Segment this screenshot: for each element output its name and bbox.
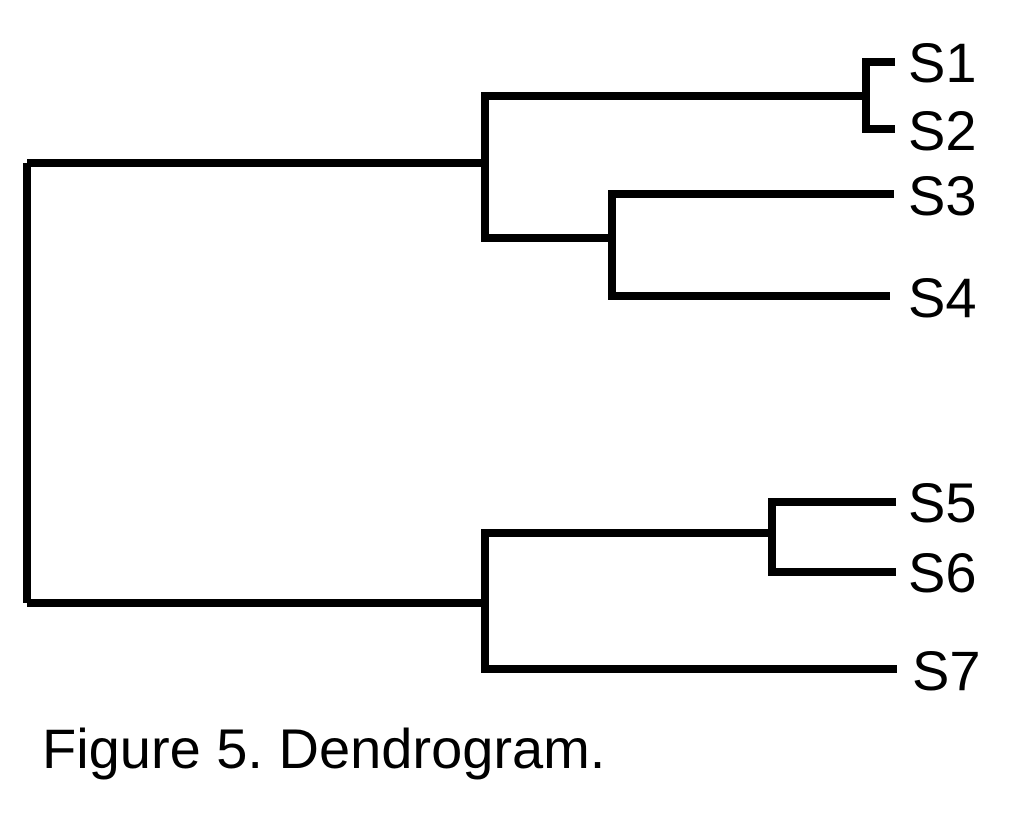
leaf-label-s6: S6 xyxy=(908,541,977,604)
leaf-label-s7: S7 xyxy=(912,639,981,702)
leaf-label-s2: S2 xyxy=(908,99,977,162)
dendrogram-tree-lines xyxy=(23,58,897,673)
leaf-label-s3: S3 xyxy=(908,164,977,227)
leaf-label-s4: S4 xyxy=(908,266,977,329)
leaf-label-s1: S1 xyxy=(908,31,977,94)
leaf-label-s5: S5 xyxy=(908,471,977,534)
figure-caption: Figure 5. Dendrogram. xyxy=(42,717,605,780)
